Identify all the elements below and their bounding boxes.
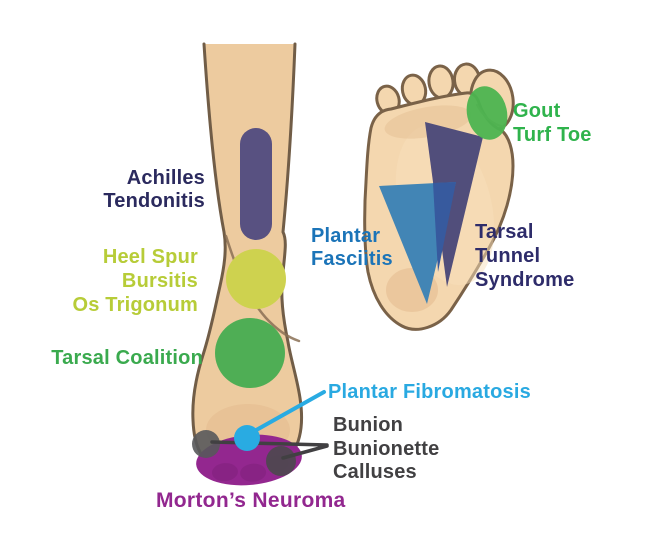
label-line: Tarsal Coalition	[51, 347, 203, 369]
label-plantar-fibromatosis: Plantar Fibromatosis	[328, 381, 531, 403]
label-line: Tunnel	[475, 245, 540, 267]
label-bunion-bunionette-calluses: Bunion Bunionette Calluses	[333, 414, 439, 483]
leg-back-view	[191, 42, 329, 486]
tarsal-tunnel-marker	[425, 122, 483, 287]
label-line: Calluses	[333, 461, 417, 483]
label-line: Turf Toe	[513, 124, 592, 146]
label-tarsal-coalition: Tarsal Coalition	[51, 347, 203, 369]
label-line: Os Trigonum	[72, 294, 198, 316]
label-line: Syndrome	[475, 269, 574, 291]
neuroma-bump	[211, 463, 238, 482]
heel-spur-marker	[226, 249, 286, 309]
bunion-marker	[192, 430, 220, 458]
plantar-fibromatosis-marker	[234, 425, 260, 451]
label-mortons-neuroma: Morton’s Neuroma	[156, 489, 346, 512]
bunion-callout-line	[210, 440, 329, 447]
fibromatosis-callout-line	[249, 390, 326, 435]
label-line: Bursitis	[122, 270, 198, 292]
label-line: Tendonitis	[103, 190, 205, 212]
label-line: Plantar	[311, 225, 380, 247]
triangle-overlap	[433, 182, 456, 272]
bunionette-marker	[266, 446, 296, 476]
label-plantar-fasciitis: Plantar Fasciitis	[311, 225, 393, 270]
label-achilles-tendonitis: Achilles Tendonitis	[103, 167, 205, 212]
label-line: Achilles	[127, 167, 205, 189]
label-line: Heel Spur	[103, 246, 198, 268]
label-line: Morton’s Neuroma	[156, 489, 346, 512]
labels: Achilles Tendonitis Heel Spur Bursitis O…	[51, 100, 591, 512]
label-line: Bunion	[333, 414, 403, 436]
neuroma-bump	[240, 463, 267, 482]
label-line: Bunionette	[333, 438, 439, 460]
label-line: Tarsal	[475, 221, 534, 243]
bunionette-callout-line	[281, 444, 329, 460]
label-line: Gout	[513, 100, 561, 122]
label-line: Fasciitis	[311, 248, 393, 270]
foot-sole-view	[363, 62, 515, 331]
label-gout-turf-toe: Gout Turf Toe	[513, 100, 592, 146]
label-line: Plantar Fibromatosis	[328, 381, 531, 403]
tarsal-coalition-marker	[215, 318, 285, 388]
label-tarsal-tunnel-syndrome: Tarsal Tunnel Syndrome	[475, 221, 574, 291]
label-heel-spur-bursitis-os-trigonum: Heel Spur Bursitis Os Trigonum	[72, 246, 198, 316]
gout-turf-toe-marker	[466, 86, 508, 140]
achilles-tendonitis-marker	[240, 128, 272, 240]
